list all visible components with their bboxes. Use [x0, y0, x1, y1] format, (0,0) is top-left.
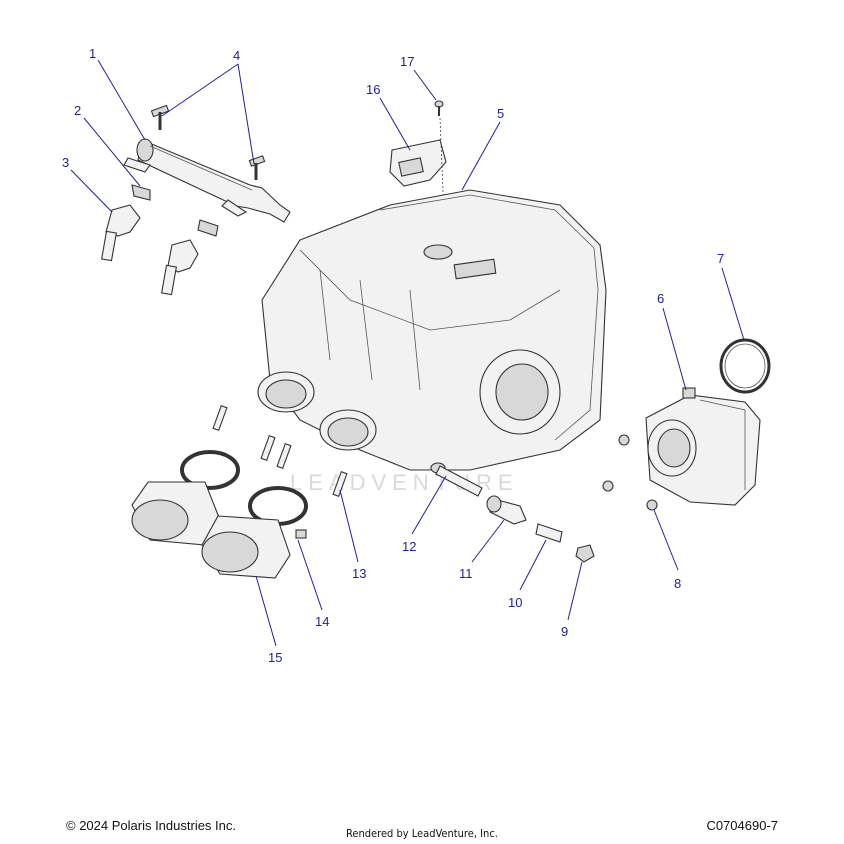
callout-5: 5: [497, 106, 504, 121]
callout-13: 13: [352, 566, 366, 581]
callout-16: 16: [366, 82, 380, 97]
rendered-by-text: Rendered by LeadVenture, Inc.: [346, 827, 498, 840]
callout-1: 1: [89, 46, 96, 61]
callout-2: 2: [74, 103, 81, 118]
callout-14: 14: [315, 614, 329, 629]
callout-4: 4: [233, 48, 240, 63]
injector-clips: [131, 184, 219, 237]
map-sensor: [389, 100, 447, 241]
fuel-injectors: [101, 204, 199, 296]
rail-screws: [150, 104, 266, 180]
callout-12: 12: [402, 539, 416, 554]
callout-15: 15: [268, 650, 282, 665]
leader-lines: [70, 59, 745, 647]
callout-8: 8: [674, 576, 681, 591]
mount-hardware: [430, 462, 595, 563]
callout-10: 10: [508, 595, 522, 610]
throttle-body: [645, 387, 761, 506]
callout-11: 11: [459, 566, 473, 581]
callout-17: 17: [400, 54, 414, 69]
figure-code: C0704690-7: [706, 818, 778, 833]
watermark: LEADVENTURE: [290, 470, 519, 495]
studs: [212, 404, 348, 498]
fuel-rail: [123, 138, 291, 223]
callout-9: 9: [561, 624, 568, 639]
throttle-seal: [719, 338, 771, 394]
copyright-text: © 2024 Polaris Industries Inc.: [66, 818, 236, 833]
intake-manifold: [257, 189, 607, 471]
callout-7: 7: [717, 251, 724, 266]
callout-3: 3: [62, 155, 69, 170]
throttle-screws: [602, 434, 658, 511]
intake-couplers: [131, 481, 291, 579]
callout-labels: 1 2 3 4 5 6 7 8 9 10 11 12 13 14 15 16 1…: [62, 46, 724, 665]
callout-6: 6: [657, 291, 664, 306]
